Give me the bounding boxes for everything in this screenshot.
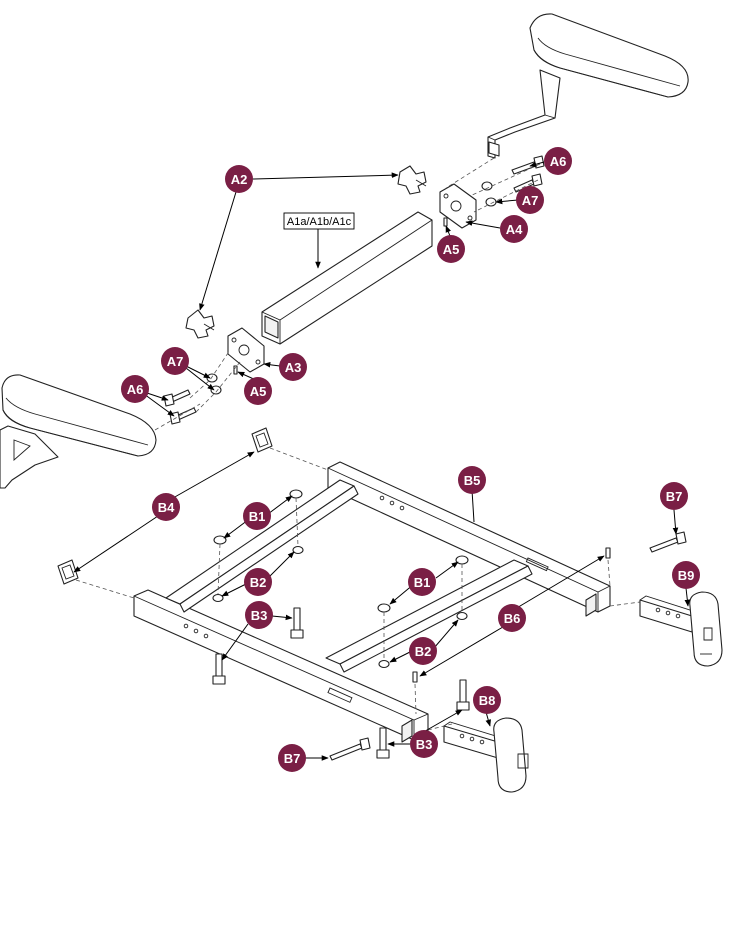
armrest-right (487, 13, 689, 159)
svg-text:A7: A7 (167, 354, 184, 369)
screw-b7-top (649, 531, 687, 553)
assembly-lines-frame (75, 447, 641, 731)
part-label-box: A1a/A1b/A1c (283, 212, 355, 230)
callout-b7-top: B7 (660, 482, 688, 510)
svg-text:B3: B3 (251, 608, 268, 623)
callout-a4: A4 (500, 215, 528, 243)
callouts: A2 A6 A7 A4 A5 A3 A7 A5 A6 B4 B5 B7 B1 B… (121, 147, 700, 772)
bracket-b9 (639, 591, 723, 667)
callout-b5: B5 (458, 466, 486, 494)
svg-text:A5: A5 (250, 384, 267, 399)
part-label-text: A1a/A1b/A1c (287, 216, 352, 228)
callout-a5-top: A5 (437, 235, 465, 263)
svg-text:A7: A7 (522, 193, 539, 208)
callout-a6-top: A6 (544, 147, 572, 175)
callout-a2: A2 (225, 165, 253, 193)
callout-b1-right: B1 (408, 568, 436, 596)
svg-text:A2: A2 (231, 172, 248, 187)
callout-b4: B4 (152, 493, 180, 521)
callout-a5-bottom: A5 (244, 377, 272, 405)
svg-text:B6: B6 (504, 611, 521, 626)
svg-text:B5: B5 (464, 473, 481, 488)
callout-b9: B9 (672, 561, 700, 589)
svg-text:B1: B1 (414, 575, 431, 590)
callout-b2-right: B2 (409, 637, 437, 665)
callout-b8: B8 (473, 686, 501, 714)
svg-text:A3: A3 (285, 360, 302, 375)
screws-a6-bottom (163, 389, 197, 425)
svg-text:B7: B7 (284, 751, 301, 766)
bracket-a4 (439, 183, 477, 229)
svg-text:B2: B2 (415, 644, 432, 659)
svg-text:A4: A4 (506, 222, 523, 237)
washers-b2 (212, 545, 468, 669)
caps-b4 (57, 427, 273, 585)
cross-tube-a1 (261, 211, 433, 345)
bolts-b3 (212, 607, 470, 759)
bracket-a3 (227, 327, 265, 373)
knob-a2-bottom (185, 309, 215, 339)
svg-text:A6: A6 (127, 382, 144, 397)
nuts-b1 (213, 489, 469, 613)
callout-b6: B6 (498, 604, 526, 632)
callout-a7-top: A7 (516, 186, 544, 214)
callout-b3-bottom: B3 (410, 730, 438, 758)
callout-b7-bottom: B7 (278, 744, 306, 772)
pins-b6 (412, 547, 611, 683)
svg-text:B3: B3 (416, 737, 433, 752)
svg-text:B9: B9 (678, 568, 695, 583)
svg-text:B8: B8 (479, 693, 496, 708)
callout-b3-left: B3 (245, 601, 273, 629)
svg-text:B4: B4 (158, 500, 175, 515)
svg-text:B7: B7 (666, 489, 683, 504)
armrest-left (0, 374, 157, 489)
pin-a5-top (443, 217, 448, 227)
callout-a7-bottom: A7 (161, 347, 189, 375)
assembly-lines-top (154, 157, 541, 431)
bracket-b8 (443, 717, 529, 793)
svg-text:B2: B2 (250, 575, 267, 590)
knob-a2-top (397, 165, 427, 195)
callout-b1-left: B1 (243, 502, 271, 530)
svg-text:A5: A5 (443, 242, 460, 257)
callout-b2-left: B2 (244, 568, 272, 596)
callout-a6-bottom: A6 (121, 375, 149, 403)
svg-text:B1: B1 (249, 509, 266, 524)
svg-text:A6: A6 (550, 154, 567, 169)
screw-b7-bottom (329, 737, 371, 761)
seat-frame (133, 461, 611, 743)
callout-a3: A3 (279, 353, 307, 381)
